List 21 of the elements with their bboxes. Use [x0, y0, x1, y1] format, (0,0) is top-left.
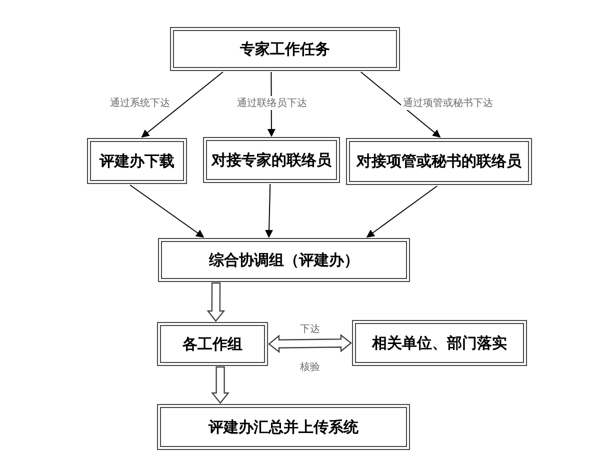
edge-label: 通过项管或秘书下达 — [401, 96, 495, 110]
process-box: 专家工作任务 — [170, 27, 400, 71]
arrow — [141, 72, 224, 138]
text-label: 核验 — [298, 360, 322, 374]
process-box: 评建办下载 — [87, 138, 187, 184]
process-box: 相关单位、部门落实 — [352, 320, 527, 366]
process-box: 对接专家的联络员 — [203, 137, 340, 183]
process-box: 综合协调组（评建办） — [158, 238, 410, 282]
process-box: 对接项管或秘书的联络员 — [346, 138, 532, 185]
edge-label: 通过联络员下达 — [235, 96, 309, 110]
arrow — [206, 282, 226, 322]
arrow — [130, 184, 204, 238]
arrow — [360, 72, 441, 138]
process-box: 各工作组 — [157, 322, 268, 366]
arrow — [268, 334, 352, 354]
edge-label: 下达 — [298, 322, 322, 336]
edge-label: 通过系统下达 — [108, 96, 172, 110]
arrow — [366, 186, 438, 238]
arrow — [211, 366, 230, 404]
arrow — [265, 184, 274, 238]
process-box: 评建办汇总并上传系统 — [157, 404, 410, 450]
